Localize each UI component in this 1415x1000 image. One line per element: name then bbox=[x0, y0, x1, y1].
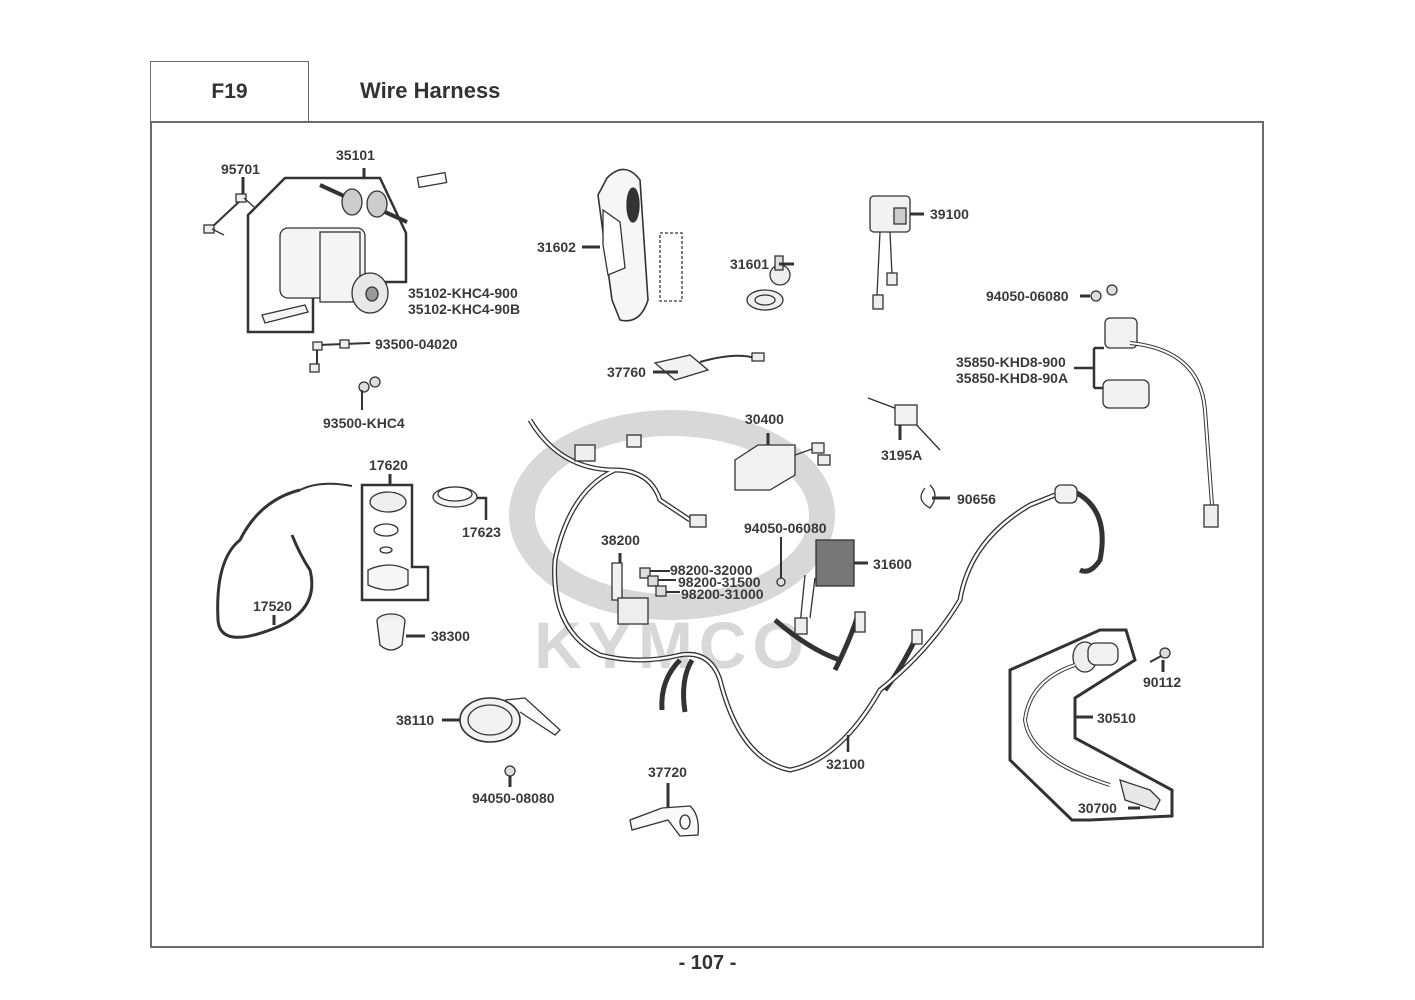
relay-icon bbox=[869, 195, 924, 310]
part-label-35850-khd8-900: 35850-KHD8-900 bbox=[956, 354, 1066, 370]
part-label-31601: 31601 bbox=[730, 256, 769, 272]
part-label-17623: 17623 bbox=[462, 524, 501, 540]
part-label-98200-32000: 98200-32000 bbox=[670, 562, 753, 578]
page-number: - 107 - bbox=[678, 952, 737, 974]
part-label-30700: 30700 bbox=[1078, 800, 1117, 816]
part-label-32100: 32100 bbox=[826, 756, 865, 772]
band-clip-icon bbox=[920, 484, 950, 509]
page-title: Wire Harness bbox=[360, 78, 501, 103]
part-label-31600: 31600 bbox=[873, 556, 912, 572]
group-bracket-17620 bbox=[360, 483, 430, 602]
harness-connectors-icon bbox=[574, 434, 1078, 645]
starter-relay-icon bbox=[1074, 317, 1219, 528]
part-drawings bbox=[203, 168, 1219, 837]
part-label-90112: 90112 bbox=[1143, 674, 1182, 690]
part-label-35102-khc4-90b: 35102-KHC4-90B bbox=[408, 301, 521, 317]
part-label-98200-31500: 98200-31500 bbox=[678, 574, 761, 590]
part-label-38300: 38300 bbox=[431, 628, 470, 644]
section-code: F19 bbox=[150, 61, 309, 121]
horn-nut-icon bbox=[504, 765, 516, 787]
part-label-98200-31000: 98200-31000 bbox=[681, 586, 764, 602]
screw-93500-khc4-icon bbox=[358, 376, 381, 410]
plug-cap-icon bbox=[1119, 779, 1161, 811]
bracket-icon bbox=[629, 783, 699, 837]
fuses-icon bbox=[639, 567, 680, 597]
fuel-cap-icon bbox=[367, 491, 409, 591]
fuse-holder-icon bbox=[746, 255, 794, 311]
cap-ring-icon bbox=[432, 486, 488, 520]
group-bracket-35101 bbox=[246, 176, 408, 334]
part-label-39100: 39100 bbox=[930, 206, 969, 222]
regulator-icon bbox=[794, 539, 868, 635]
ignition-lock-icon bbox=[261, 227, 389, 324]
part-label-37720: 37720 bbox=[648, 764, 687, 780]
connector-icon bbox=[867, 397, 941, 451]
sensor-unit-icon bbox=[653, 352, 765, 381]
part-label-93500-04020: 93500-04020 bbox=[375, 336, 458, 352]
screw-93500-04020-icon bbox=[309, 339, 371, 373]
nut-icon bbox=[1080, 284, 1118, 302]
nut-mid-icon bbox=[776, 537, 786, 587]
part-label-94050-08080: 94050-08080 bbox=[472, 790, 555, 806]
part-label-38110: 38110 bbox=[396, 712, 435, 728]
part-label-17520: 17520 bbox=[253, 598, 292, 614]
part-label-93500-khc4: 93500-KHC4 bbox=[323, 415, 405, 431]
watermark-text: KYMCO bbox=[534, 608, 810, 682]
screw-95701-icon bbox=[203, 177, 255, 236]
main-harness-inner bbox=[528, 419, 1056, 772]
section-code-text: F19 bbox=[211, 79, 248, 103]
part-label-95701: 95701 bbox=[221, 161, 260, 177]
part-label-94050-06080-mid: 94050-06080 bbox=[744, 520, 827, 536]
watermark-ring bbox=[509, 410, 835, 620]
part-label-38200: 38200 bbox=[601, 532, 640, 548]
bolt-icon bbox=[1149, 647, 1171, 672]
battery-band-icon bbox=[582, 168, 683, 322]
part-label-35102-khc4-900: 35102-KHC4-900 bbox=[408, 285, 518, 301]
part-label-37760: 37760 bbox=[607, 364, 646, 380]
part-label-90656: 90656 bbox=[957, 491, 996, 507]
key-icon bbox=[319, 183, 408, 224]
part-label-17620: 17620 bbox=[369, 457, 408, 473]
key-tag-icon bbox=[416, 171, 448, 189]
part-label-30400: 30400 bbox=[745, 411, 784, 427]
part-label-94050-06080-top: 94050-06080 bbox=[986, 288, 1069, 304]
buzzer-icon bbox=[376, 613, 425, 651]
part-label-3195a: 3195A bbox=[881, 447, 923, 463]
group-bracket-30510 bbox=[1008, 628, 1174, 822]
fuse-box-icon bbox=[611, 553, 649, 625]
part-label-31602: 31602 bbox=[537, 239, 576, 255]
cdi-unit-icon bbox=[734, 433, 831, 491]
part-label-35850-khd8-90a: 35850-KHD8-90A bbox=[956, 370, 1069, 386]
part-label-35101: 35101 bbox=[336, 147, 375, 163]
horn-icon bbox=[442, 697, 561, 743]
cable-icon bbox=[216, 482, 353, 639]
diagram-frame bbox=[150, 121, 1264, 948]
part-label-30510: 30510 bbox=[1097, 710, 1136, 726]
ignition-coil-icon bbox=[1022, 641, 1119, 787]
